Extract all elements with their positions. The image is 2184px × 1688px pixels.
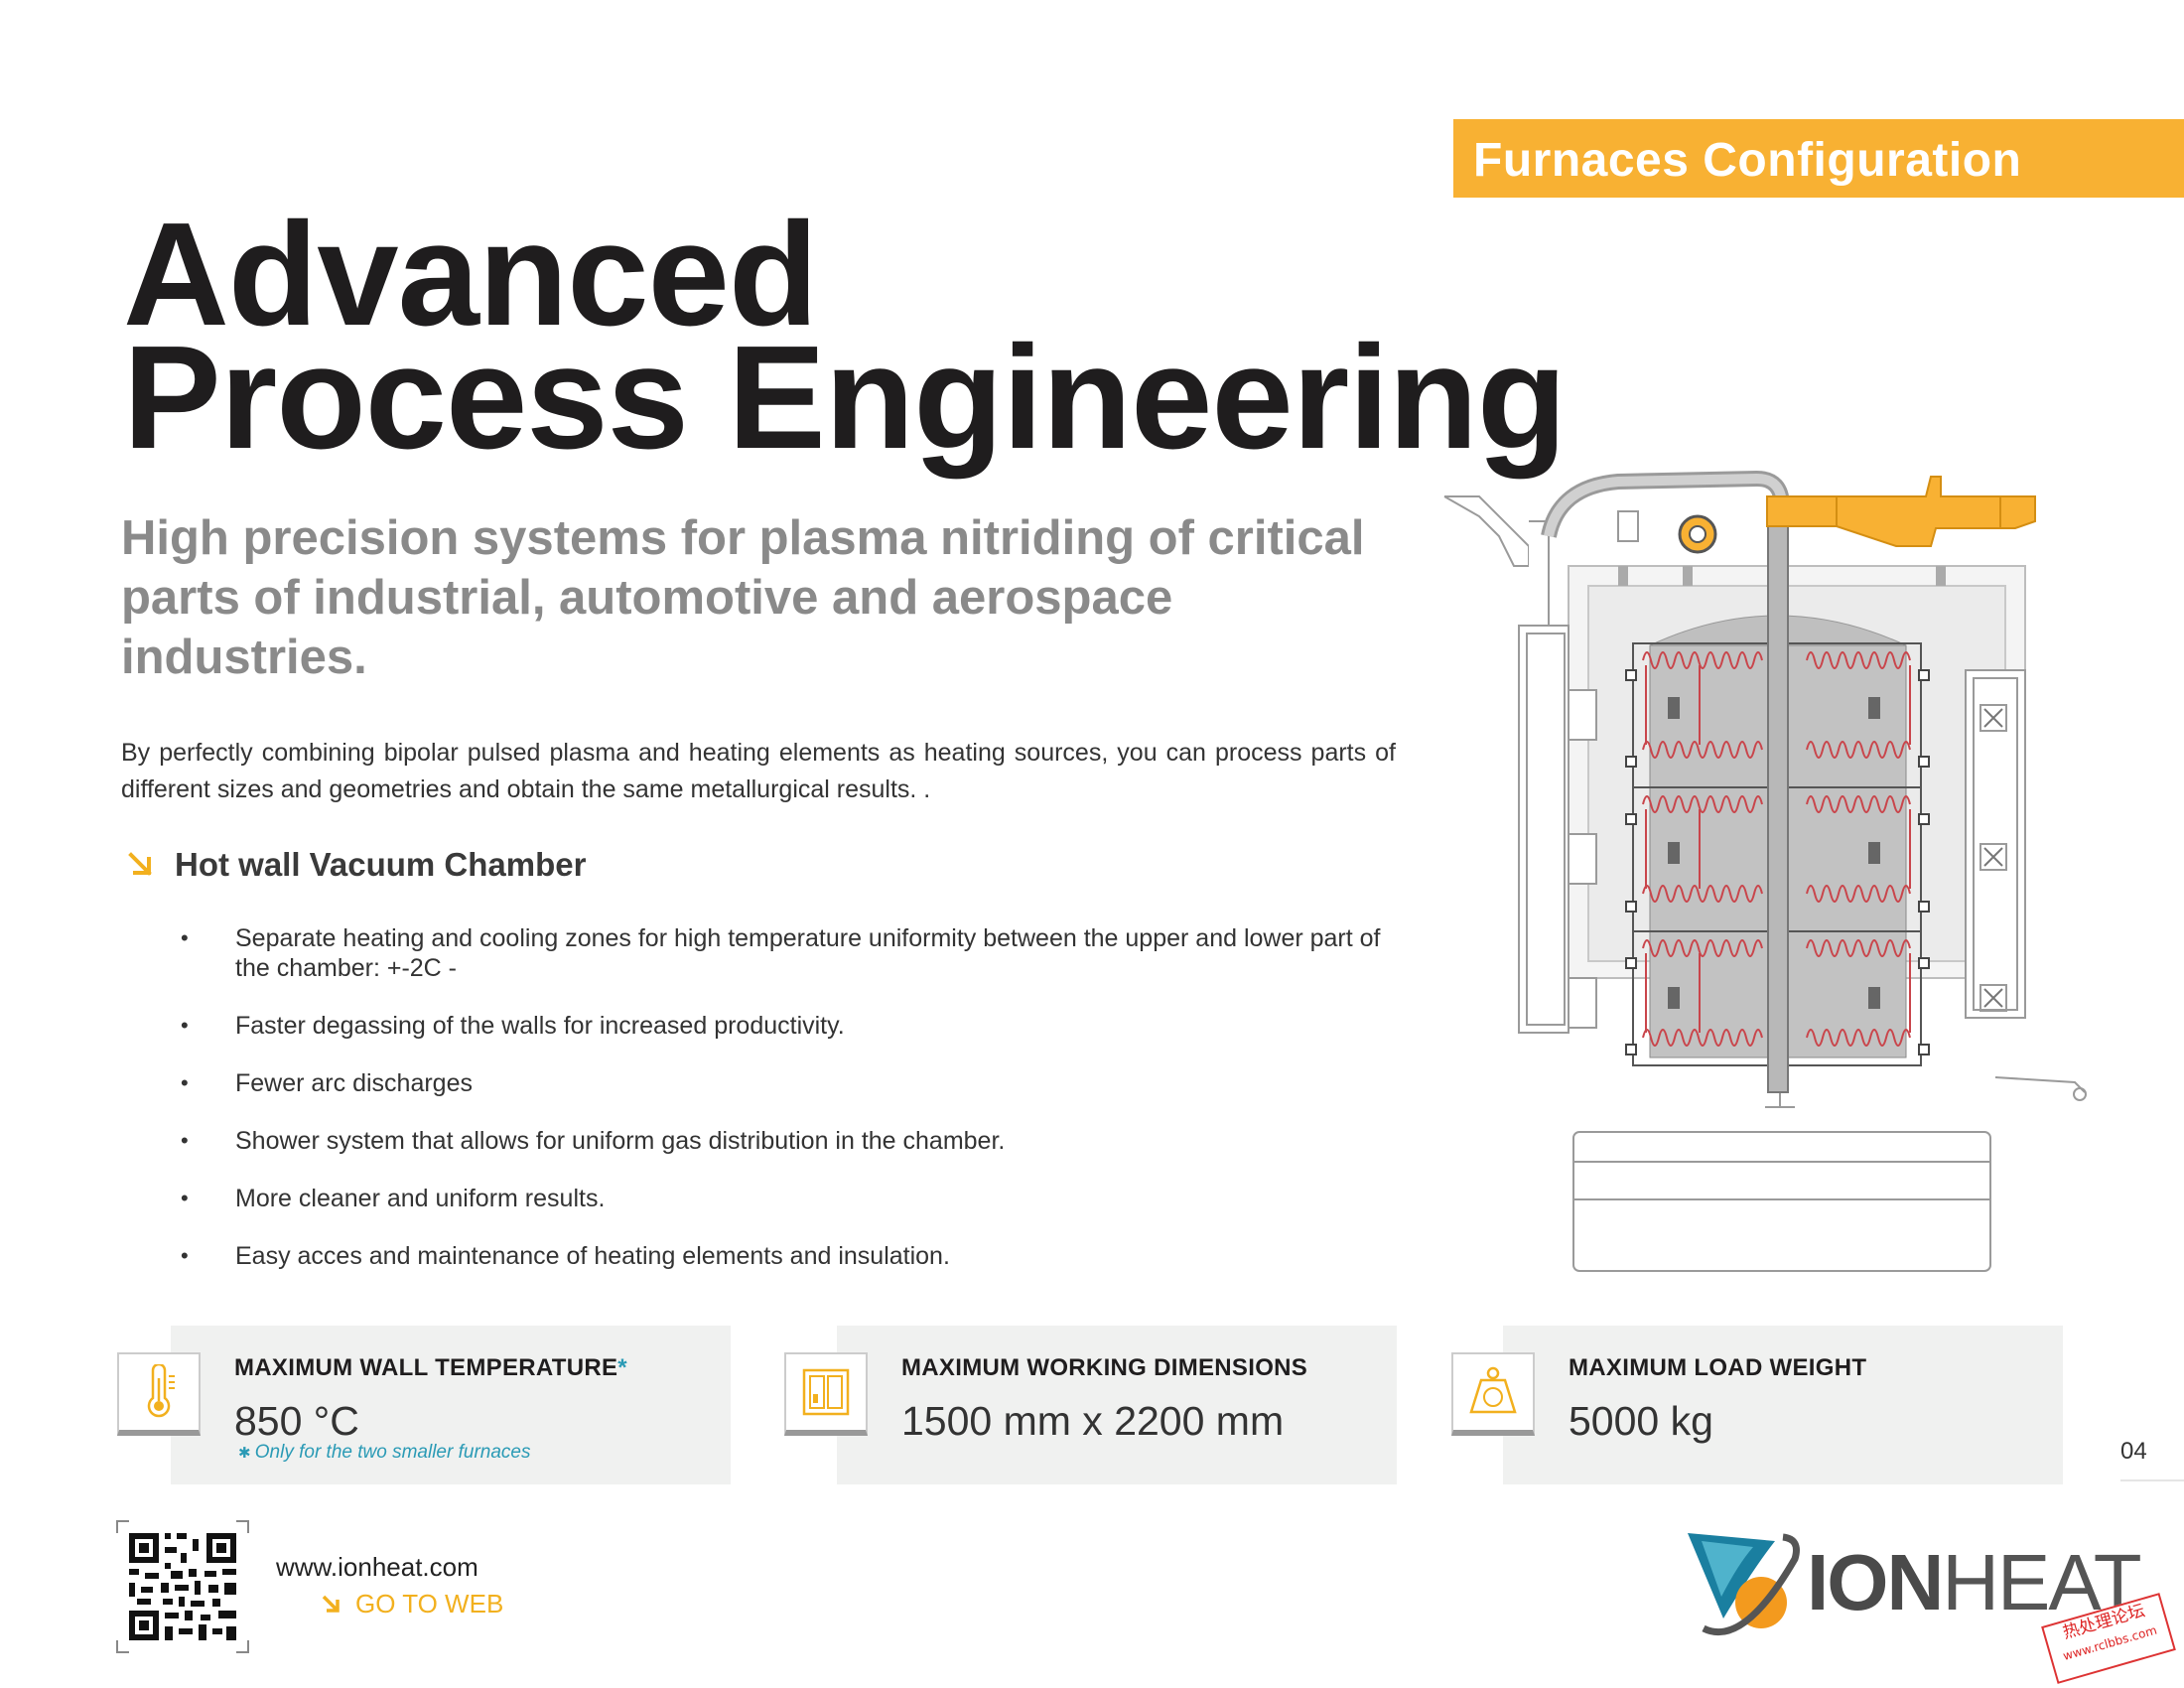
spec-temperature-note-text: Only for the two smaller furnaces [254, 1442, 531, 1463]
spec-weight-label: MAXIMUM LOAD WEIGHT [1569, 1354, 1867, 1381]
brand-wordmark-ion: ION [1807, 1538, 1944, 1626]
spec-card-weight [1503, 1326, 2063, 1484]
thermometer-icon [117, 1352, 201, 1436]
feature-heading: Hot wall Vacuum Chamber [125, 846, 586, 884]
arrow-down-right-icon [322, 1595, 340, 1613]
list-item: Separate heating and cooling zones for h… [181, 923, 1412, 983]
intro-paragraph: By perfectly combining bipolar pulsed pl… [121, 739, 1396, 803]
list-item: Shower system that allows for uniform ga… [181, 1126, 1412, 1156]
spec-card-dimensions [837, 1326, 1397, 1484]
list-item: More cleaner and uniform results. [181, 1184, 1412, 1213]
feature-list: Separate heating and cooling zones for h… [181, 923, 1412, 1299]
page-title-line-1: Advanced [123, 193, 818, 356]
spec-temperature-label-text: MAXIMUM WALL TEMPERATURE [234, 1354, 618, 1381]
qr-code-icon[interactable] [115, 1519, 250, 1654]
list-item: Faster degassing of the walls for increa… [181, 1011, 1412, 1041]
weight-icon [1451, 1352, 1535, 1436]
page-subtitle: High precision systems for plasma nitrid… [121, 511, 1365, 684]
go-to-web-label: GO TO WEB [355, 1589, 504, 1618]
list-item: Fewer arc discharges [181, 1068, 1412, 1098]
spec-temperature-value: 850 °C [234, 1398, 359, 1444]
spec-dimensions-value: 1500 mm x 2200 mm [901, 1398, 1285, 1444]
page-number-divider [2120, 1479, 2184, 1481]
ionheat-logo-icon [1688, 1533, 1800, 1636]
dimensions-icon [784, 1352, 868, 1436]
spec-weight-value: 5000 kg [1569, 1398, 1713, 1444]
furnace-illustration [1443, 470, 2087, 1272]
list-item: Easy acces and maintenance of heating el… [181, 1241, 1412, 1271]
page-number: 04 [2120, 1438, 2147, 1465]
feature-heading-text: Hot wall Vacuum Chamber [175, 846, 587, 883]
arrow-down-right-icon [128, 852, 152, 876]
section-tag-label: Furnaces Configuration [1473, 134, 2022, 187]
go-to-web-link[interactable]: GO TO WEB [320, 1589, 503, 1619]
page-title-line-2: Process Engineering [123, 316, 1567, 480]
section-tag: Furnaces Configuration [1453, 119, 2184, 198]
page-title: Advanced Process Engineering [123, 193, 1567, 480]
spec-temperature-label: MAXIMUM WALL TEMPERATURE* [234, 1354, 627, 1382]
spec-dimensions-label: MAXIMUM WORKING DIMENSIONS [901, 1354, 1308, 1381]
spec-temperature-note: ✱ Only for the two smaller furnaces [238, 1442, 530, 1464]
spec-card-temperature [171, 1326, 731, 1484]
spec-temperature-marker: * [617, 1354, 627, 1381]
website-url[interactable]: www.ionheat.com [276, 1552, 478, 1582]
asterisk-icon: ✱ [238, 1445, 255, 1462]
